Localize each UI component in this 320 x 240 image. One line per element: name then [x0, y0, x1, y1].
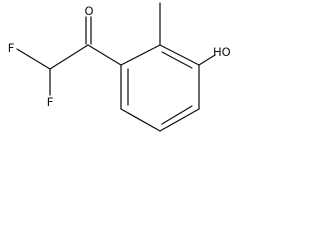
ring-inner-double-2: [161, 105, 193, 125]
atom-label-fluorine-top: F: [8, 41, 15, 55]
bond-carbonyl-chf2: [49, 44, 89, 70]
atom-label-hydroxyl: HO: [213, 45, 231, 59]
ring-bond-1: [120, 44, 161, 66]
ring-bond-4: [159, 108, 200, 132]
atom-label-oxygen: O: [84, 4, 93, 18]
atom-label-fluorine-bottom: F: [47, 95, 54, 109]
ring-inner-double-1: [161, 51, 193, 69]
bond-hydroxyl: [198, 54, 216, 66]
bond-carbonyl-ring: [87, 44, 122, 66]
molecule-structure: O F F HO: [8, 2, 231, 132]
ring-bond-5: [120, 108, 161, 132]
bond-c-f-top: [16, 48, 51, 70]
ring-bond-2: [159, 44, 200, 66]
